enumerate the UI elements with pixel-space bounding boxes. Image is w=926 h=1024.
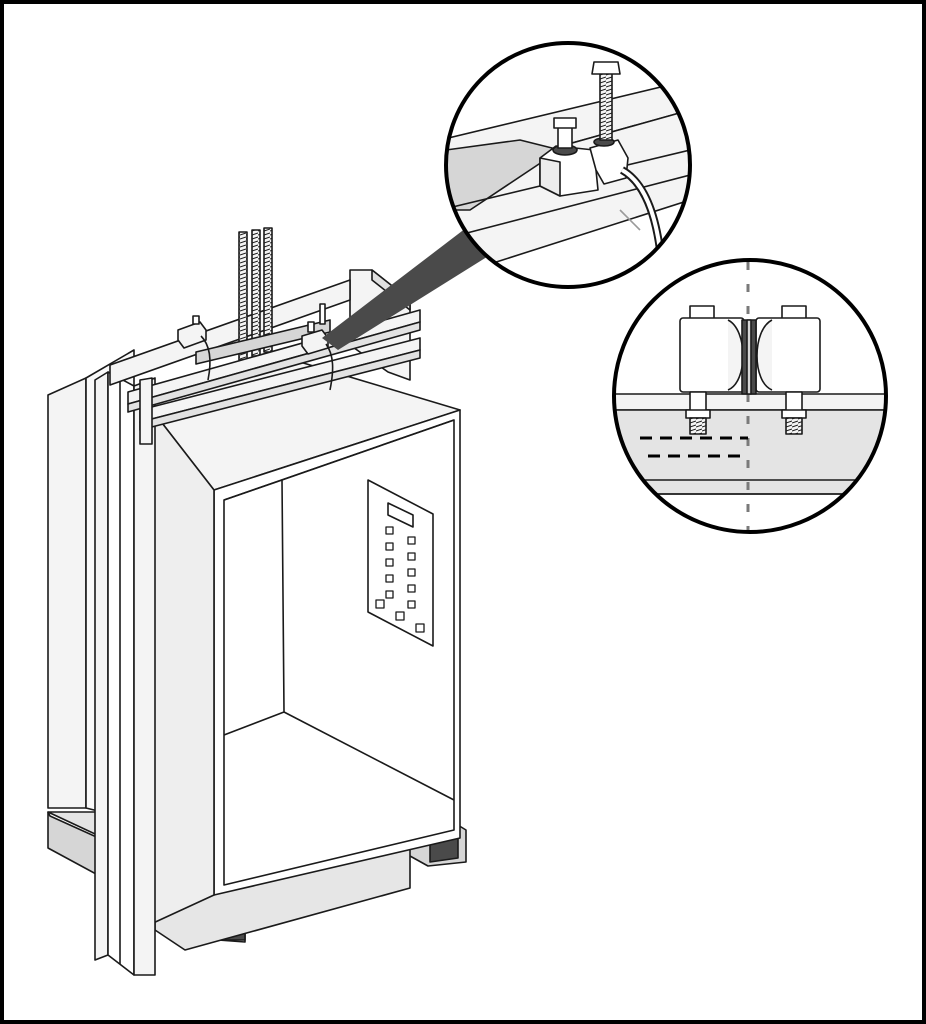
crosshead-rail-lower <box>139 337 421 445</box>
panel-buttons <box>375 526 425 633</box>
rail-clamp-left <box>177 315 211 381</box>
car-frame-stile <box>94 371 156 976</box>
detail-callout-rail-joint <box>612 258 888 534</box>
detail-callout-clamp <box>444 41 692 289</box>
car-control-panel <box>367 479 434 647</box>
elevator-car <box>137 361 461 931</box>
rail-clamp-right <box>301 303 334 391</box>
callout-pointer <box>322 228 490 350</box>
